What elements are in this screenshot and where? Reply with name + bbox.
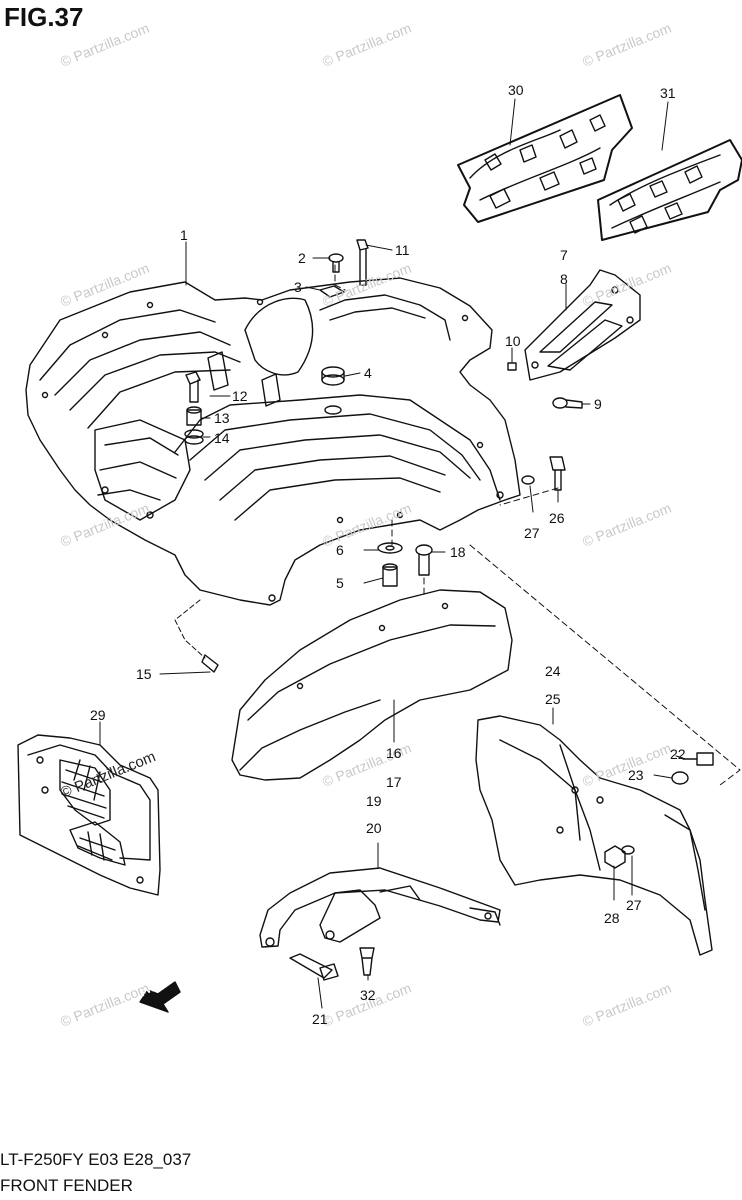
callout-29: 29 <box>90 707 106 723</box>
callout-16: 16 <box>386 745 402 761</box>
callout-18: 18 <box>450 544 466 560</box>
callout-24: 24 <box>545 663 561 679</box>
bracket-plate-7-8 <box>524 269 641 381</box>
callout-23: 23 <box>628 767 644 783</box>
callout-9: 9 <box>594 396 602 412</box>
assembly-dashed-lines <box>334 264 741 786</box>
leader-lines <box>99 98 684 1009</box>
callout-26: 26 <box>549 510 565 526</box>
callout-8: 8 <box>560 271 568 287</box>
splash-guard-16-17 <box>231 589 513 781</box>
callout-21: 21 <box>312 1011 328 1027</box>
section-name: FRONT FENDER <box>0 1176 133 1195</box>
callout-20: 20 <box>366 820 382 836</box>
panel-29 <box>17 734 161 896</box>
callout-19: 19 <box>366 793 382 809</box>
callout-5: 5 <box>336 575 344 591</box>
callout-27-lower: 27 <box>626 897 642 913</box>
small-fasteners <box>184 239 714 981</box>
forward-arrow-icon <box>139 981 181 1013</box>
side-guard-24-25 <box>475 715 713 956</box>
callout-30: 30 <box>508 82 524 98</box>
callout-25: 25 <box>545 691 561 707</box>
bracket-frame-19-20 <box>259 867 501 948</box>
callout-15: 15 <box>136 666 152 682</box>
callout-1: 1 <box>180 227 188 243</box>
callout-10: 10 <box>505 333 521 349</box>
callout-17: 17 <box>386 774 402 790</box>
callout-7: 7 <box>560 247 568 263</box>
callout-32: 32 <box>360 987 376 1003</box>
model-code: LT-F250FY E03 E28_037 <box>0 1150 192 1169</box>
callout-27-upper: 27 <box>524 525 540 541</box>
callout-13: 13 <box>214 410 230 426</box>
callout-6: 6 <box>336 542 344 558</box>
callout-2: 2 <box>298 250 306 266</box>
callout-12: 12 <box>232 388 248 404</box>
callout-28: 28 <box>604 910 620 926</box>
decal-31-quad-runner <box>597 139 742 241</box>
callout-4: 4 <box>364 365 372 381</box>
front-fender-main <box>25 277 521 606</box>
callout-3: 3 <box>294 279 302 295</box>
decal-30-quad-runner <box>457 94 633 223</box>
callout-31: 31 <box>660 85 676 101</box>
callout-14: 14 <box>214 430 230 446</box>
callout-11: 11 <box>395 242 410 258</box>
figure-title: FIG.37 <box>4 2 84 32</box>
callout-22: 22 <box>670 746 686 762</box>
